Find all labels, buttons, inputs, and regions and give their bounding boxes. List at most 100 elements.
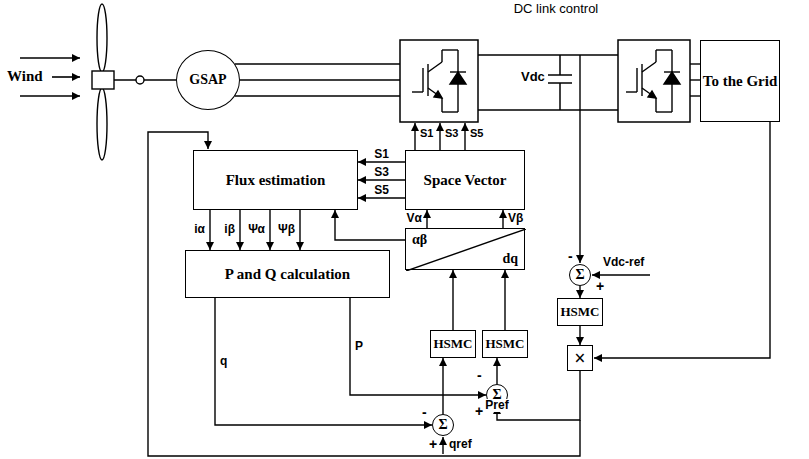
- box-label: HSMC: [561, 305, 600, 319]
- signal-arrow: [299, 210, 300, 250]
- power-lines-part: [235, 95, 400, 96]
- box-label: GSAP: [189, 72, 226, 87]
- turbine-rotor-part: [92, 71, 114, 89]
- controller-box: HSMC: [482, 330, 528, 358]
- box-label: HSMC: [486, 337, 525, 351]
- dc-link-note: DC link control: [512, 2, 600, 16]
- signal-name: S5: [373, 184, 390, 197]
- box-label: ×: [574, 347, 585, 369]
- control-wires-part: [464, 123, 465, 150]
- multiplier-box: ×: [567, 345, 593, 371]
- box-label: αβ: [412, 232, 427, 247]
- signal-arrow: [426, 210, 427, 228]
- signal-arrow: [502, 210, 503, 228]
- signal-name: Ψα: [247, 223, 266, 236]
- converter-box: [400, 40, 690, 122]
- signal-name: S3: [373, 166, 390, 179]
- dc-capacitor-part: [559, 55, 561, 75]
- dc-capacitor-part: [559, 83, 561, 110]
- box-label: Σ: [575, 267, 584, 282]
- box-label: P and Q calculation: [225, 266, 350, 283]
- wind-arrows-part: [20, 57, 80, 59]
- dc-capacitor-part: [548, 74, 572, 76]
- signal-name: -: [421, 405, 428, 420]
- signal-name: +: [474, 404, 484, 419]
- turbine-rotor-part: [136, 76, 144, 84]
- process-box: Space Vector: [405, 150, 525, 210]
- signal-arrow: [350, 298, 486, 395]
- box-label: Σ: [438, 417, 447, 432]
- control-wires: [148, 55, 770, 456]
- turbine-rotor-part: [97, 4, 107, 72]
- controller-box: HSMC: [557, 298, 603, 326]
- signal-name: S3: [444, 127, 459, 139]
- signal-arrow: [579, 326, 580, 345]
- signal-name: qref: [448, 438, 473, 451]
- signal-name: Ψβ: [277, 223, 296, 236]
- process-box: P and Q calculation: [185, 250, 390, 298]
- signal-arrow: [239, 210, 240, 250]
- converter-box-part: [626, 50, 680, 112]
- signal-arrow: [358, 179, 405, 180]
- signal-arrow: [335, 210, 405, 240]
- box-label: Flux estimation: [226, 172, 326, 189]
- signal-name: +: [428, 437, 438, 452]
- signal-name: iβ: [223, 223, 236, 236]
- power-lines-part: [240, 79, 400, 80]
- power-lines-part: [690, 95, 700, 96]
- signal-name: Vα: [406, 212, 423, 225]
- transform-box: αβ dq: [405, 228, 525, 270]
- signal-arrow: [497, 371, 580, 420]
- signal-name: P: [354, 340, 364, 353]
- power-lines-part: [235, 63, 400, 64]
- turbine-rotor-part: [114, 79, 176, 80]
- signal-name: S1: [373, 148, 390, 161]
- box-label: To the Grid: [703, 73, 777, 90]
- power-lines-part: [478, 54, 618, 55]
- sum-junction: Σ: [569, 264, 591, 286]
- signal-name: +: [595, 279, 605, 294]
- signal-arrow: [504, 270, 505, 330]
- converter-box-part: [400, 40, 478, 122]
- sum-junction: Σ: [432, 414, 454, 436]
- controller-box: HSMC: [430, 330, 476, 358]
- signal-name: iα: [193, 223, 206, 236]
- power-lines-part: [478, 109, 618, 110]
- generator-circle: GSAP: [176, 50, 240, 110]
- signal-name: S1: [419, 127, 434, 139]
- box-label: dq: [502, 251, 518, 266]
- control-wires-part: [592, 274, 650, 275]
- dc-capacitor: [548, 55, 572, 110]
- wind-label: Wind: [6, 68, 44, 85]
- signal-name: -: [476, 368, 483, 383]
- wind-arrows-part: [20, 95, 80, 97]
- signal-arrow: [269, 210, 270, 250]
- signal-name: Pref: [484, 399, 509, 412]
- signal-arrow: [215, 298, 432, 425]
- control-wires-part: [439, 123, 440, 150]
- control-wires-part: [579, 55, 580, 263]
- grid-box: To the Grid: [700, 40, 780, 122]
- box-label: HSMC: [434, 337, 473, 351]
- box-label: Space Vector: [424, 172, 507, 189]
- wind-arrows-part: [52, 76, 80, 78]
- converter-box-part: [618, 40, 690, 122]
- power-lines-part: [690, 63, 700, 64]
- control-wires-part: [442, 437, 443, 454]
- control-wires-part: [594, 122, 770, 358]
- signal-name: Vdc: [520, 70, 546, 84]
- diagonal-divider: [406, 229, 526, 271]
- control-wires-part: [414, 123, 415, 150]
- power-lines-part: [690, 79, 700, 80]
- signal-arrow: [442, 358, 443, 414]
- signal-arrow: [358, 197, 405, 198]
- converter-box-part: [412, 50, 466, 112]
- turbine-rotor-part: [97, 88, 107, 160]
- process-box: Flux estimation: [193, 150, 358, 210]
- signal-name: Vβ: [507, 212, 524, 225]
- signal-arrow: [579, 286, 580, 298]
- signal-arrow: [209, 210, 210, 250]
- signal-name: q: [219, 355, 228, 368]
